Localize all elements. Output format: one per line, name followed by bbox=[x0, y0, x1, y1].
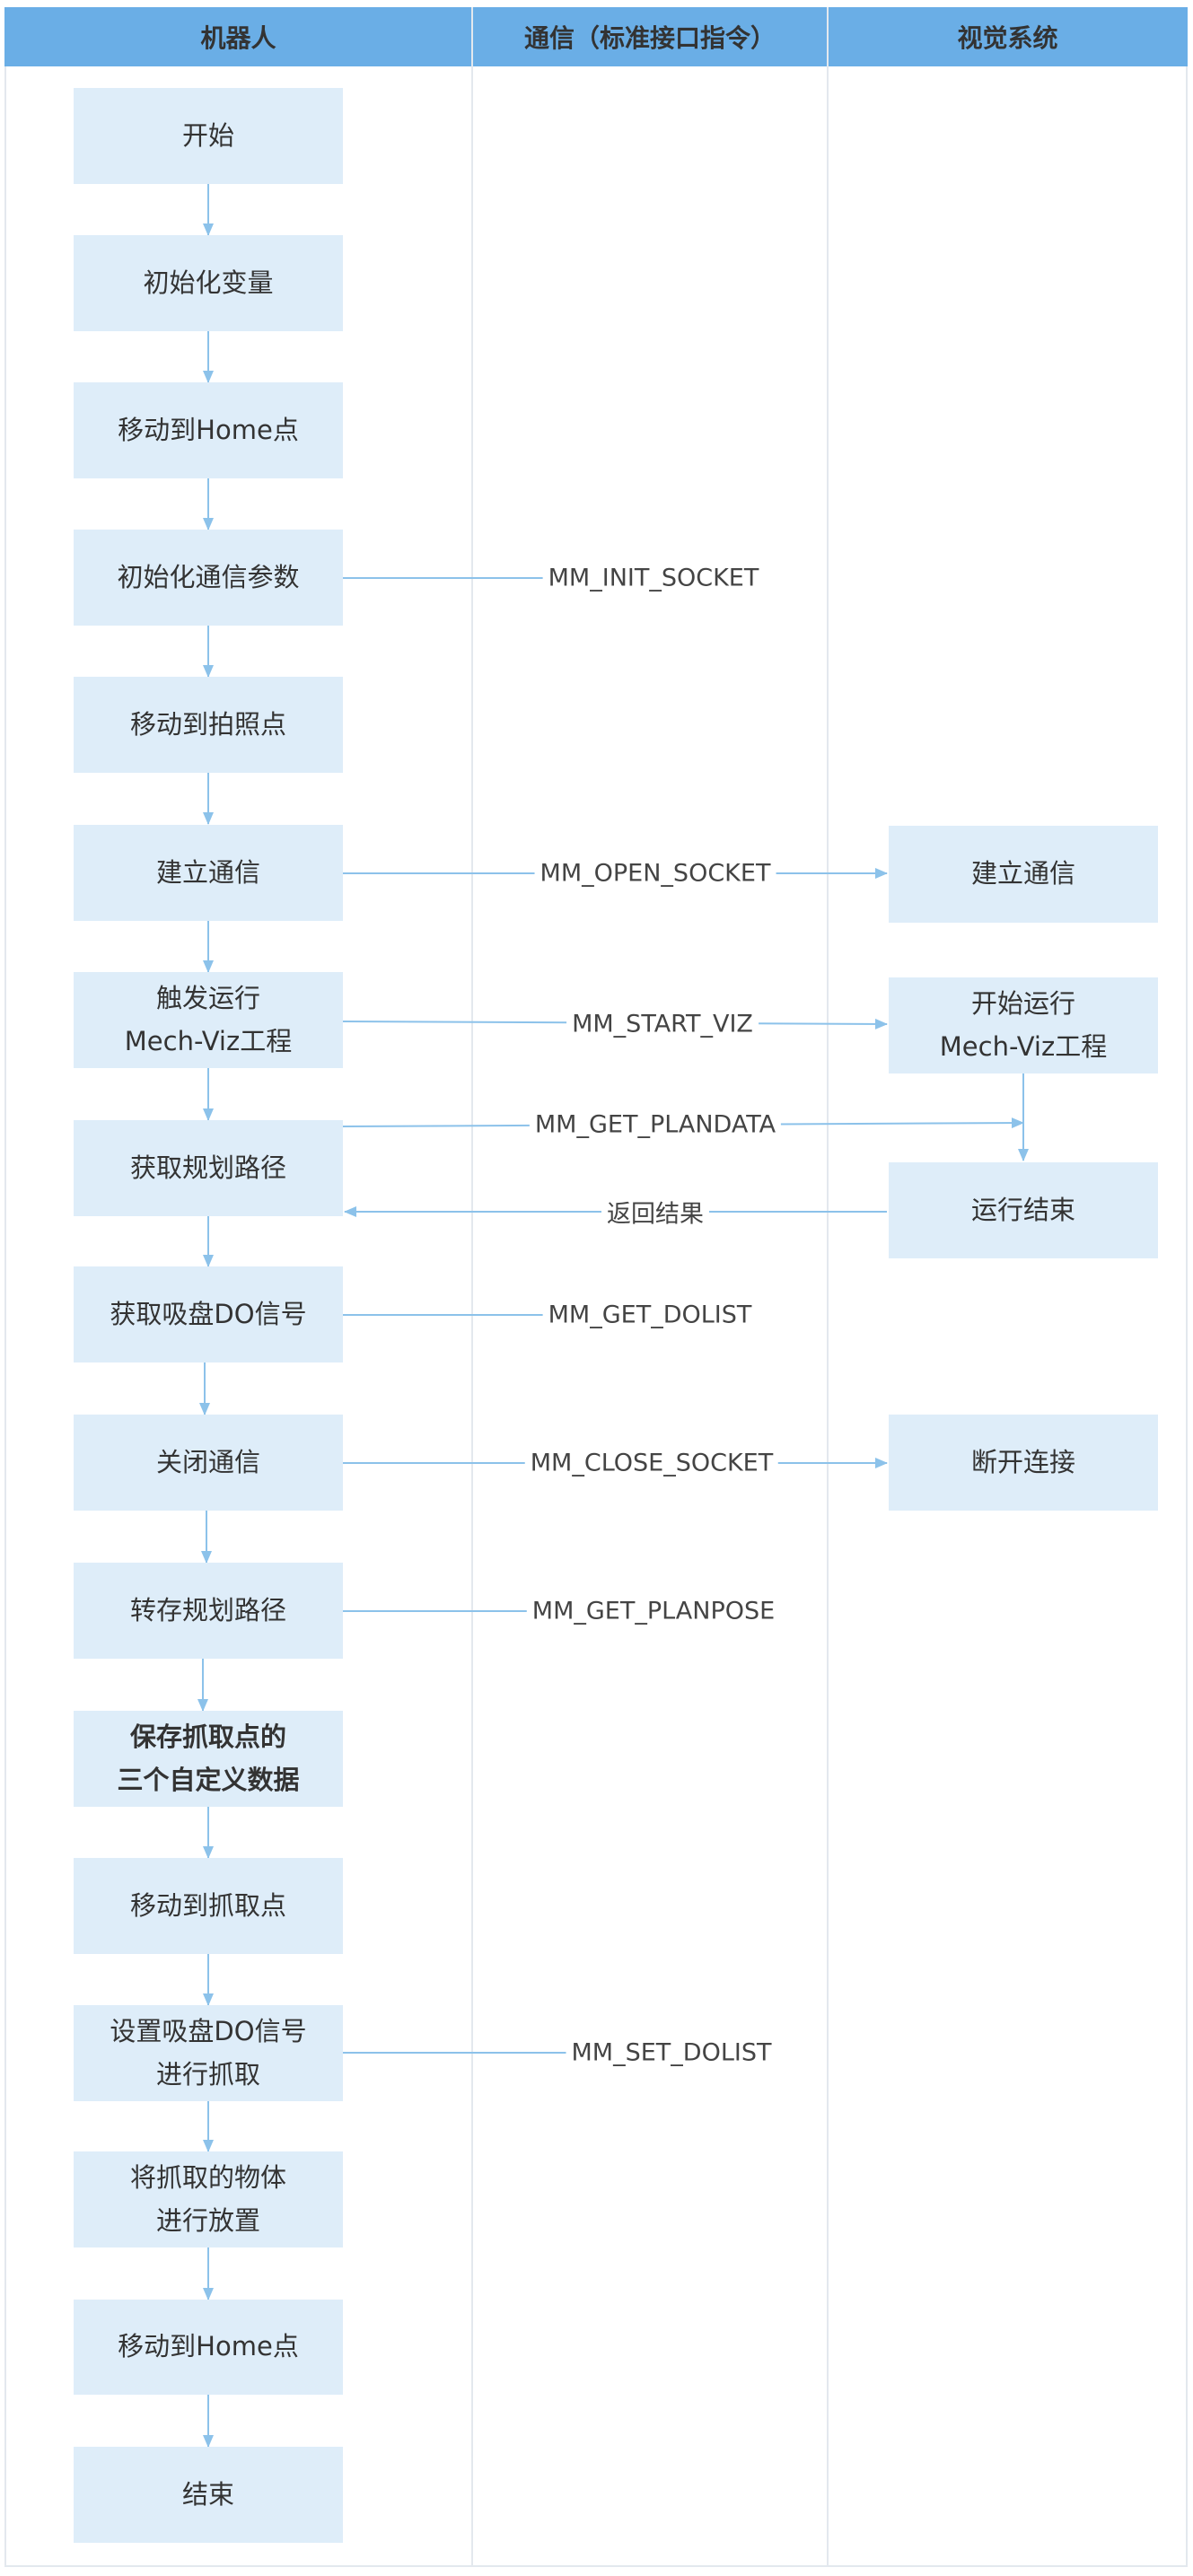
step-close-comm: 关闭通信 bbox=[74, 1415, 343, 1511]
cmd-init-socket: MM_INIT_SOCKET bbox=[542, 564, 765, 592]
step-end: 结束 bbox=[74, 2447, 343, 2543]
vision-run-end: 运行结束 bbox=[889, 1162, 1158, 1258]
step-init-variables: 初始化变量 bbox=[74, 235, 343, 331]
step-move-photo-point: 移动到拍照点 bbox=[74, 677, 343, 773]
step-trigger-viz: 触发运行 Mech-Viz工程 bbox=[74, 972, 343, 1068]
cmd-get-plandata: MM_GET_PLANDATA bbox=[529, 1110, 782, 1139]
step-move-pick-point: 移动到抓取点 bbox=[74, 1858, 343, 1954]
step-set-do-signal: 设置吸盘DO信号 进行抓取 bbox=[74, 2005, 343, 2101]
column-header-vision: 视觉系统 bbox=[828, 7, 1188, 66]
cmd-start-viz: MM_START_VIZ bbox=[566, 1010, 759, 1038]
step-move-home: 移动到Home点 bbox=[74, 382, 343, 478]
step-start: 开始 bbox=[74, 88, 343, 184]
step-open-comm: 建立通信 bbox=[74, 825, 343, 921]
step-place-object: 将抓取的物体 进行放置 bbox=[74, 2151, 343, 2247]
cmd-set-dolist: MM_SET_DOLIST bbox=[566, 2038, 777, 2067]
cmd-close-socket: MM_CLOSE_SOCKET bbox=[524, 1449, 779, 1477]
vision-disconnect: 断开连接 bbox=[889, 1415, 1158, 1511]
step-save-custom-data: 保存抓取点的 三个自定义数据 bbox=[74, 1711, 343, 1807]
vision-open-comm: 建立通信 bbox=[889, 826, 1158, 923]
column-header-comm: 通信（标准接口指令） bbox=[472, 7, 828, 66]
step-get-do-signal: 获取吸盘DO信号 bbox=[74, 1266, 343, 1362]
step-move-home-2: 移动到Home点 bbox=[74, 2300, 343, 2395]
step-store-path: 转存规划路径 bbox=[74, 1563, 343, 1659]
label-return-result: 返回结果 bbox=[601, 1194, 709, 1230]
cmd-get-dolist: MM_GET_DOLIST bbox=[542, 1301, 758, 1329]
cmd-get-planpose: MM_GET_PLANPOSE bbox=[526, 1597, 781, 1625]
step-init-comm-params: 初始化通信参数 bbox=[74, 530, 343, 626]
vision-start-viz: 开始运行 Mech-Viz工程 bbox=[889, 977, 1158, 1073]
column-header-robot: 机器人 bbox=[4, 7, 472, 66]
column-divider bbox=[471, 7, 473, 2567]
cmd-open-socket: MM_OPEN_SOCKET bbox=[534, 859, 776, 888]
step-get-planned-path: 获取规划路径 bbox=[74, 1120, 343, 1216]
column-divider bbox=[827, 7, 829, 2567]
